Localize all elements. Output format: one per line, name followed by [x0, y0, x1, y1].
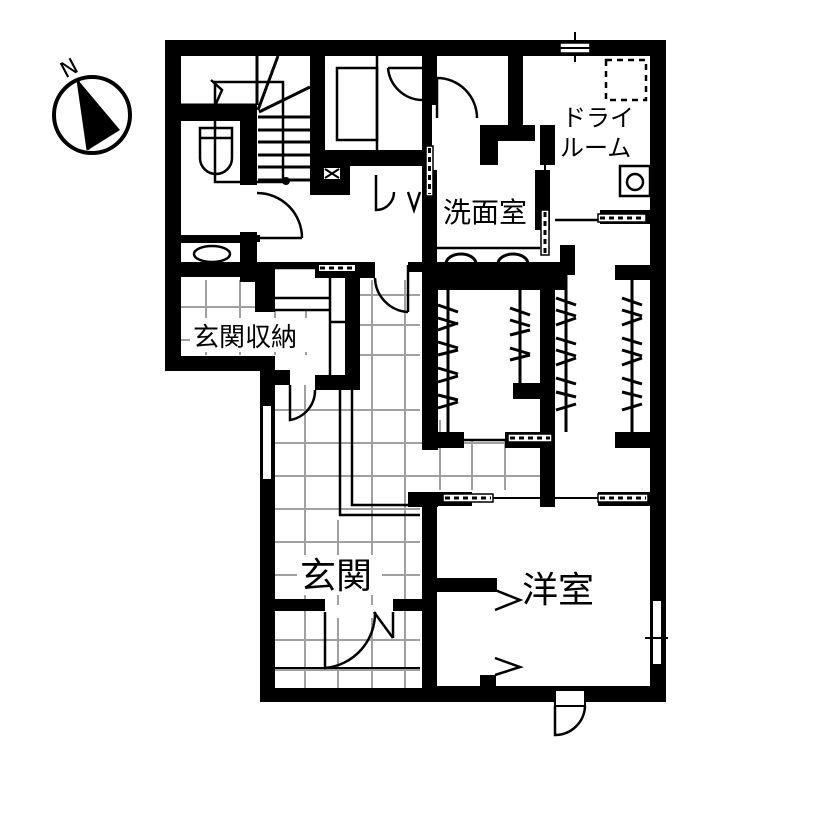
closet-hangers — [437, 296, 643, 412]
room-label-western-room: 洋室 — [522, 570, 594, 611]
tile-grid-entrance — [272, 280, 540, 700]
room-label-dry-room-line1: ドライ — [562, 104, 634, 132]
vent-icon — [324, 168, 340, 179]
compass-icon: N — [52, 54, 132, 155]
walls — [165, 40, 666, 702]
fixtures — [181, 32, 668, 737]
room-label-dry-room-line2: ルーム — [560, 134, 631, 162]
room-label-entrance: 玄関 — [300, 556, 372, 597]
sliding-doors — [317, 42, 649, 503]
room-label-entrance-storage: 玄関収納 — [193, 323, 297, 353]
room-label-washroom: 洗面室 — [443, 196, 527, 229]
